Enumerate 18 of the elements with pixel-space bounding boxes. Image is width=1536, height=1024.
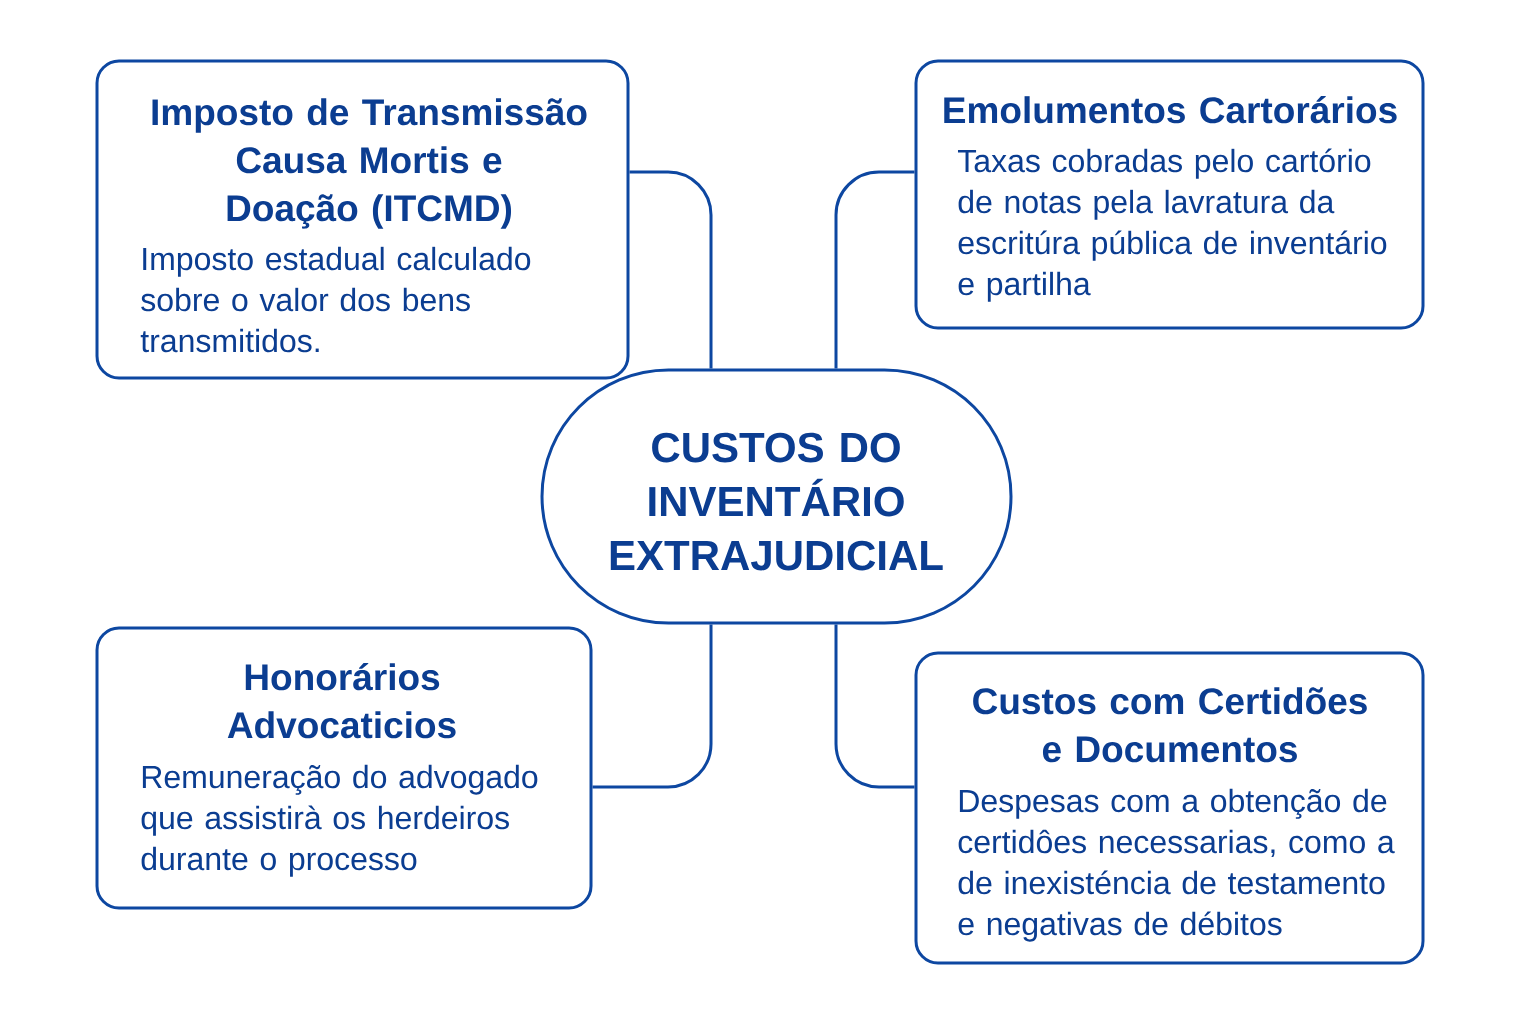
connector-line (629, 170, 713, 369)
box-description: Despesas com a obtenção de certidôes necessarias, como a de inexisténcia de testamento e negativas de débitos (958, 788, 1395, 942)
box-heading: Imposto de Transmissão Causa Mortis e Doação (ITCMD) (152, 98, 587, 229)
box-heading: Custos com Certidões e Documentos (973, 687, 1367, 763)
connector-line (592, 624, 713, 789)
central-topic-box (540, 368, 1013, 625)
central-title: CUSTOS DO INVENTÁRIO EXTRAJUDICIAL (610, 432, 943, 571)
topic-box (914, 59, 1425, 330)
connector-line (834, 624, 915, 789)
box-heading: Honorários Advocaticios (227, 662, 456, 739)
topic-box (914, 651, 1425, 965)
topic-box (95, 626, 593, 910)
topic-box (95, 59, 630, 380)
connector-line (834, 170, 915, 369)
box-description: Taxas cobradas pelo cartório de notas pela lavratura da escritúra pública de inventário e partilha (958, 148, 1387, 302)
box-description: Imposto estadual calculado sobre o valor dos bens transmitidos. (140, 246, 531, 353)
box-heading: Emolumentos Cartorários (944, 95, 1397, 124)
box-description: Remuneração do advogado que assistirà os herdeiros durante o processo (141, 764, 538, 877)
